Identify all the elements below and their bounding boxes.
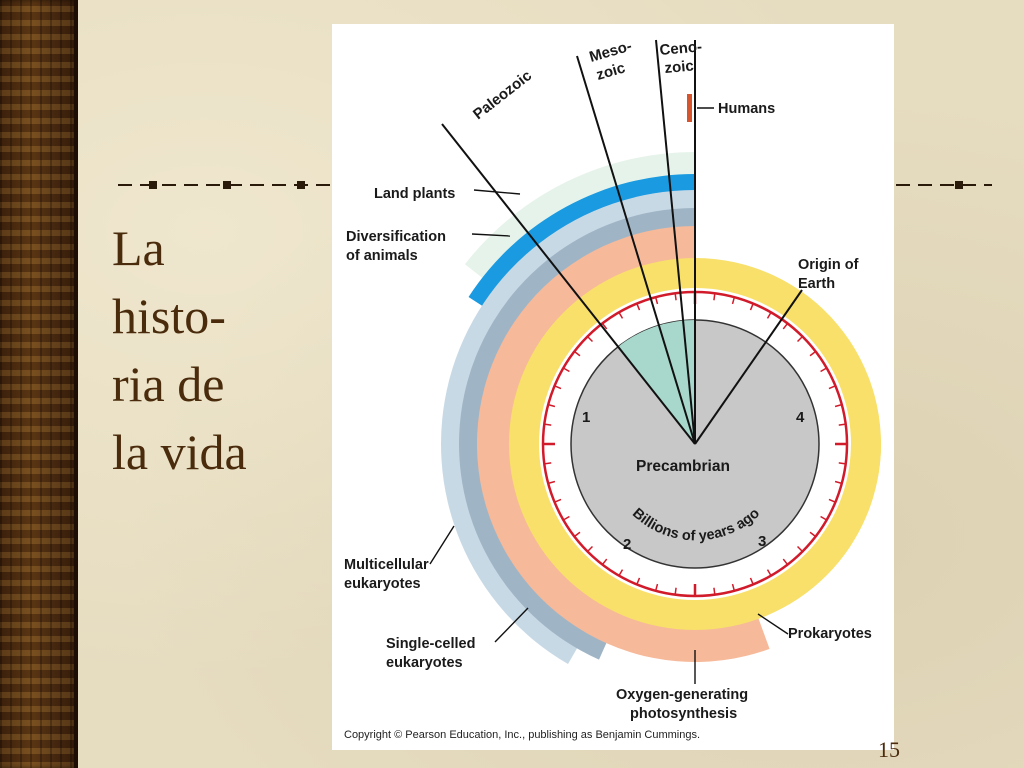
- clock-tick: [834, 480, 843, 485]
- clock-tick: [674, 293, 677, 301]
- label-origin-line1: Origin of: [798, 257, 859, 273]
- clock-tick: [562, 515, 570, 521]
- clock-tick: [782, 322, 789, 330]
- clock-tick: [820, 515, 828, 521]
- clock-number-2: 2: [623, 536, 631, 553]
- origin-of-earth-line: [694, 289, 803, 445]
- humans-marker: [687, 94, 692, 122]
- clock-tick: [749, 303, 754, 311]
- clock-tick: [586, 546, 593, 553]
- title-line: La: [112, 220, 165, 276]
- clock-tick: [749, 577, 754, 585]
- label-origin-line2: Earth: [798, 276, 835, 292]
- label-oxygen-line1: Oxygen-generating: [616, 687, 748, 703]
- wood-sidebar: [0, 0, 78, 768]
- clock-tick: [820, 367, 828, 373]
- label-single-celled-line1: Single-celled: [386, 636, 475, 652]
- label-multicellular-line2: eukaryotes: [344, 576, 421, 592]
- label-multicellular-line1: Multicellular: [344, 557, 429, 573]
- rule-dot: [149, 181, 157, 189]
- clock-tick: [713, 293, 716, 301]
- clock-tick: [834, 403, 843, 408]
- clock-number-4: 4: [796, 409, 805, 426]
- rule-dot: [955, 181, 963, 189]
- clock-tick: [562, 367, 570, 373]
- era-label-paleozoic: Paleozoic: [470, 67, 535, 123]
- cenozoic-line: [655, 39, 696, 445]
- label-humans: Humans: [718, 101, 775, 117]
- era-label-mesozoic-1: Meso-: [587, 38, 633, 66]
- label-diversification-line1: Diversification: [346, 229, 446, 245]
- clock-tick: [797, 335, 804, 342]
- copyright-notice: Copyright © Pearson Education, Inc., pub…: [344, 729, 701, 741]
- clock-tick: [554, 498, 562, 503]
- clock-number-3: 3: [758, 533, 766, 550]
- clock-tick: [547, 480, 556, 485]
- clock-tick: [636, 577, 641, 585]
- phanerozoic-wedge: [618, 320, 695, 444]
- clock-tick: [713, 587, 716, 595]
- label-land-plants: Land plants: [374, 186, 455, 202]
- clock-tick: [782, 558, 789, 566]
- wood-sidebar-edge: [74, 0, 78, 768]
- clock-tick: [731, 583, 736, 592]
- mesozoic-line: [576, 55, 696, 445]
- history-bands: [441, 152, 881, 664]
- history-of-life-clock-diagram: Paleozoic Meso- zoic Ceno- zoic 1 2 3 4 …: [332, 24, 894, 750]
- title-line: histo-: [112, 288, 226, 344]
- slide-title: La histo- ria de la vida: [112, 214, 312, 486]
- era-label-cenozoic-2: zoic: [664, 58, 695, 77]
- clock-tick: [601, 558, 608, 566]
- era-label-cenozoic-1: Ceno-: [659, 38, 703, 59]
- label-prokaryotes: Prokaryotes: [788, 626, 872, 642]
- clock-tick: [654, 583, 659, 592]
- paleozoic-line: [441, 123, 696, 445]
- clock-tick: [573, 531, 581, 538]
- clock-tick: [618, 569, 624, 577]
- clock-tick: [547, 403, 556, 408]
- rule-dot: [223, 181, 231, 189]
- leader-lines: [429, 107, 789, 684]
- clock-tick: [838, 462, 846, 465]
- title-line: la vida: [112, 424, 247, 480]
- clock-tick: [654, 296, 659, 305]
- label-oxygen-line2: photosynthesis: [630, 706, 737, 722]
- title-line: ria de: [112, 356, 225, 412]
- label-single-celled-line2: eukaryotes: [386, 655, 463, 671]
- clock-tick: [618, 311, 624, 319]
- clock-tick: [601, 322, 608, 330]
- clock-tick: [544, 423, 552, 426]
- clock-tick: [636, 303, 641, 311]
- clock-diagram-svg: Paleozoic Meso- zoic Ceno- zoic 1 2 3 4 …: [344, 38, 881, 722]
- clock-tick: [828, 498, 836, 503]
- clock-tick: [766, 569, 772, 577]
- prokaryotes-band-extension: [695, 258, 881, 477]
- precambrian-label: Precambrian: [636, 458, 730, 475]
- clock-tick: [838, 423, 846, 426]
- rule-dot: [297, 181, 305, 189]
- clock-tick: [809, 531, 817, 538]
- clock-tick: [766, 311, 772, 319]
- slide-number: 15: [878, 737, 900, 762]
- clock-tick: [544, 462, 552, 465]
- clock-number-1: 1: [582, 409, 590, 426]
- clock-tick: [586, 335, 593, 342]
- clock-tick: [554, 385, 562, 390]
- clock-tick: [731, 296, 736, 305]
- clock-tick: [797, 546, 804, 553]
- clock-tick: [674, 587, 677, 595]
- label-diversification-line2: of animals: [346, 248, 418, 264]
- clock-tick: [809, 350, 817, 357]
- clock-tick: [828, 385, 836, 390]
- clock-tick: [573, 350, 581, 357]
